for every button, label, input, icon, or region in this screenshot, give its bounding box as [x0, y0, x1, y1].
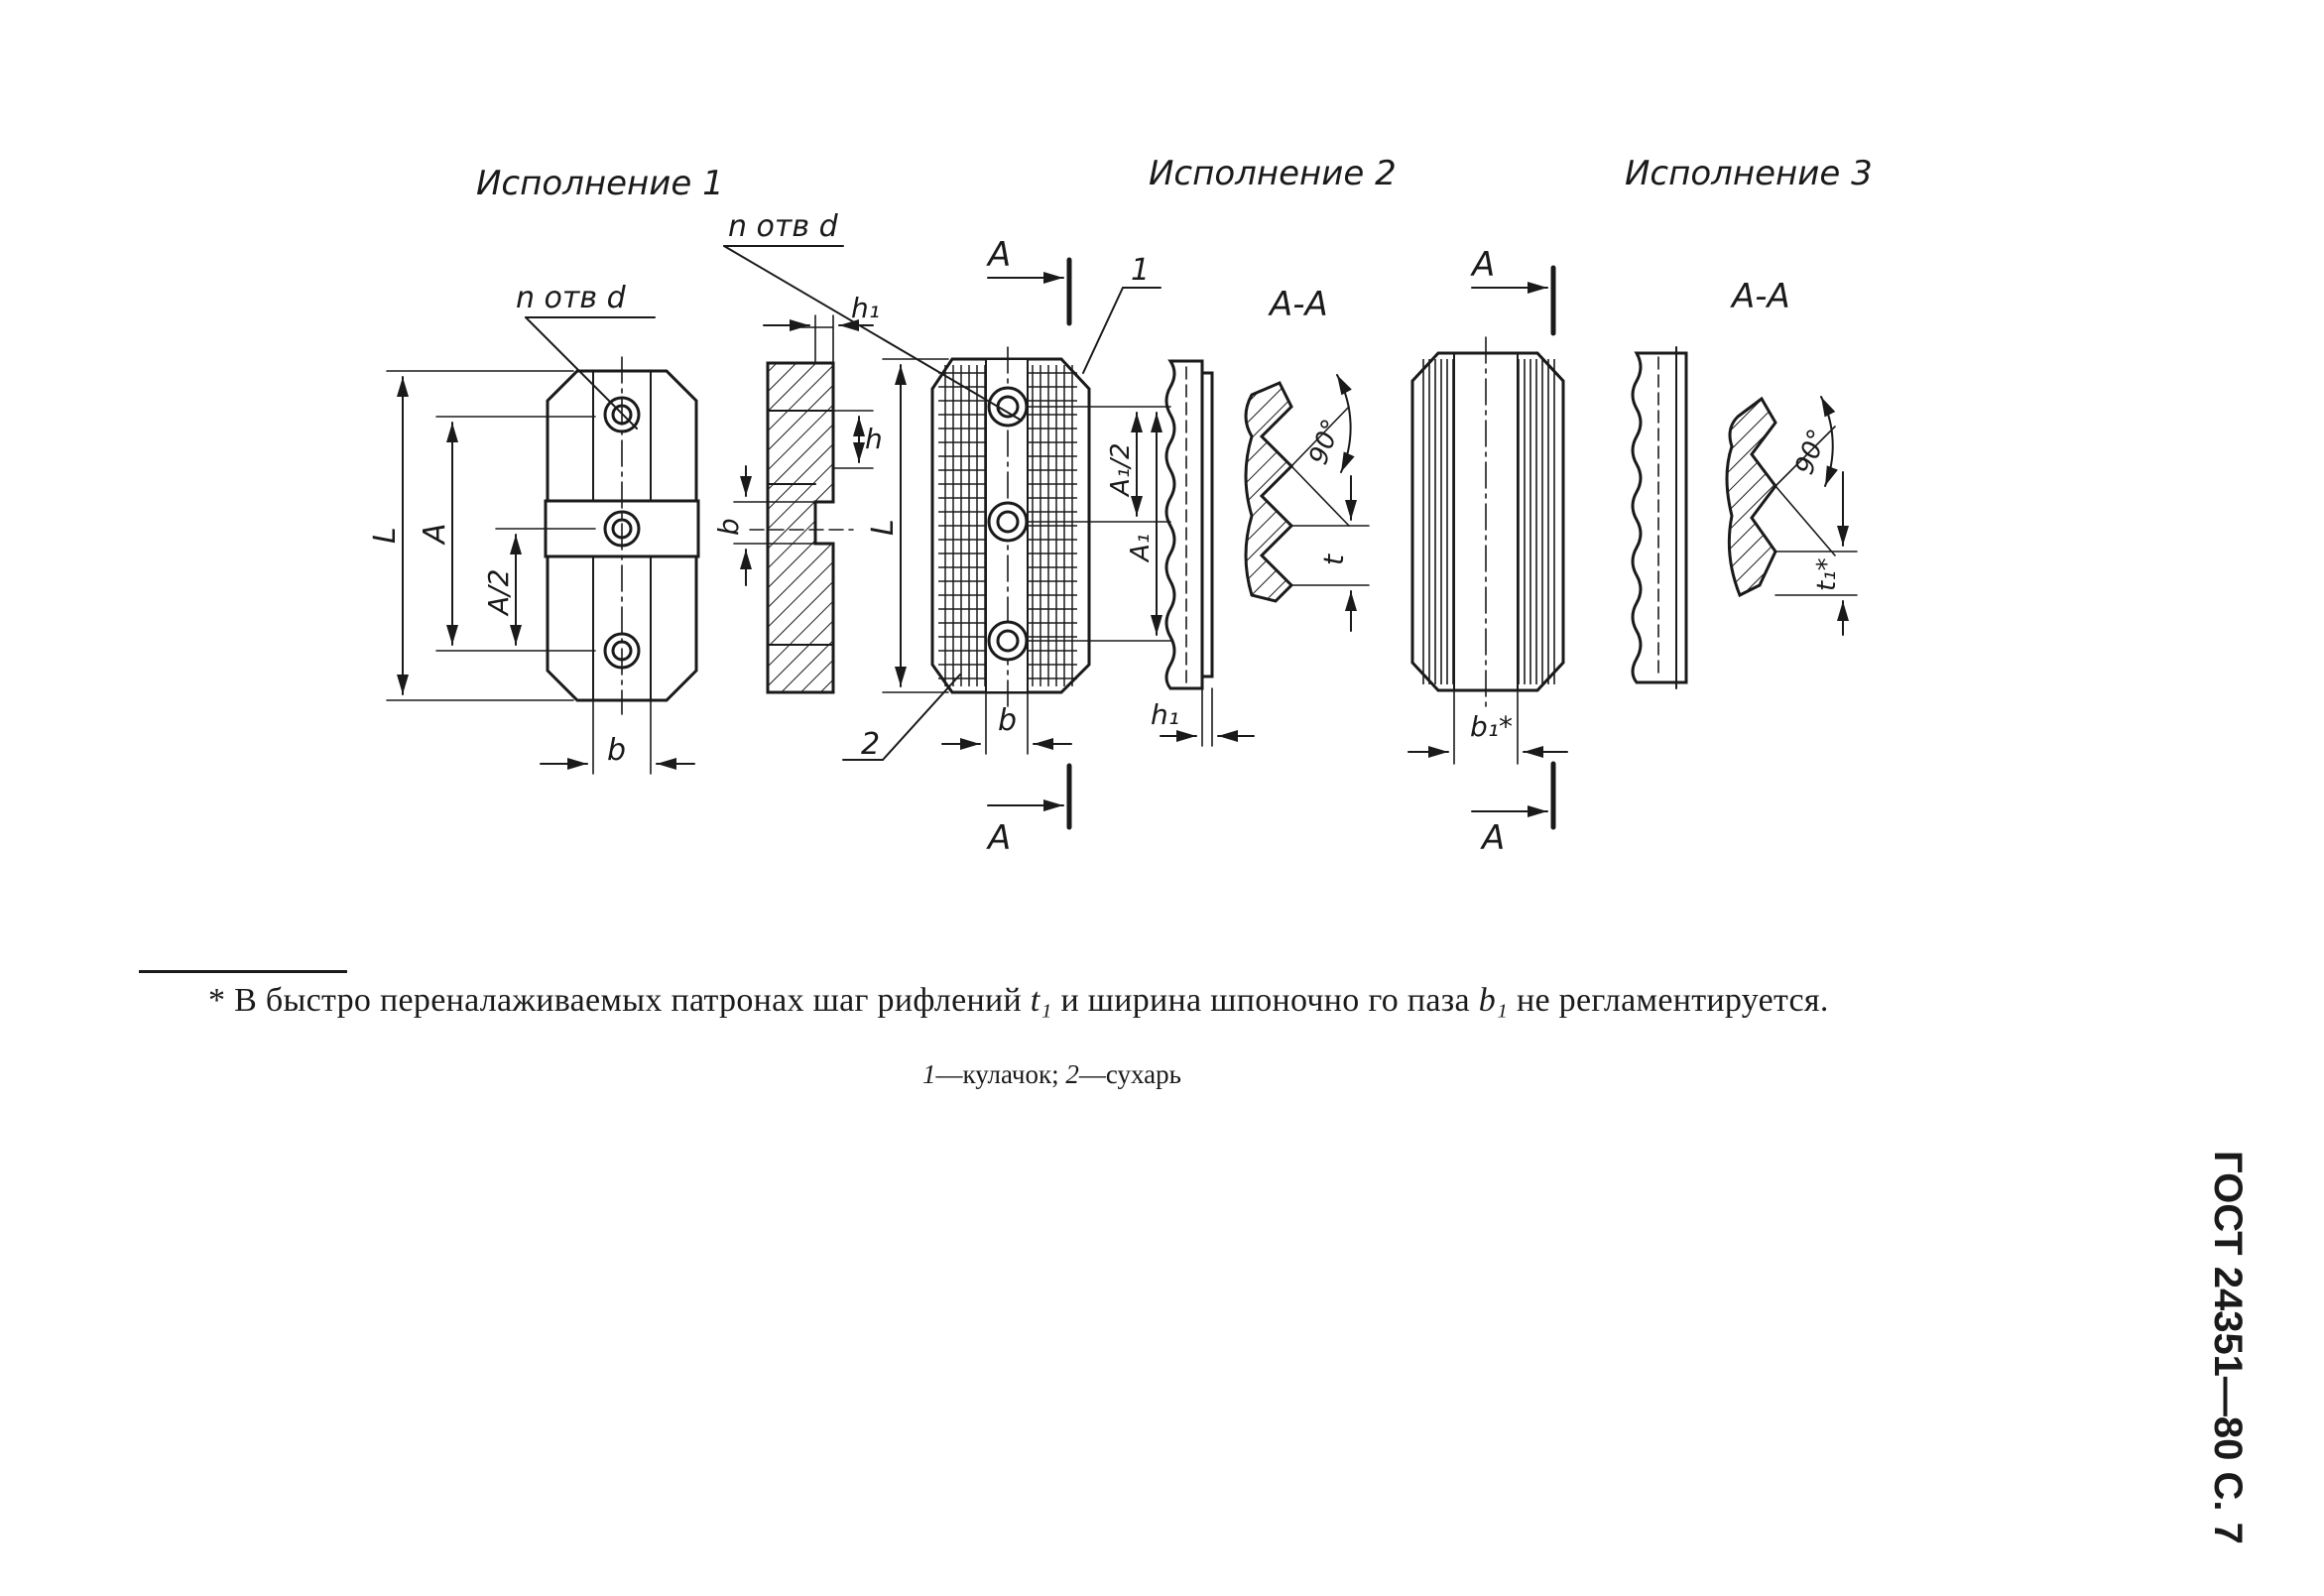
label-arrow-v3-top: A: [1470, 245, 1495, 285]
label-holes-v1: n отв d: [516, 281, 627, 315]
label-arrow-v3-bottom: A: [1480, 818, 1505, 858]
label-h1-v1: h₁: [851, 292, 880, 324]
label-angle-v3: 90°: [1789, 426, 1833, 479]
heading-variant1: Исполнение 1: [476, 164, 724, 203]
label-section-v3: A-A: [1730, 277, 1790, 316]
footnote-var-t1: t₁: [1030, 982, 1052, 1019]
label-b-side-v1: b: [712, 518, 745, 536]
label-arrow-v2-top: A: [986, 235, 1011, 275]
label-t-v2: t: [1317, 553, 1350, 565]
label-pos2: 2: [861, 727, 880, 762]
footnote-text-c: не регламентируется.: [1516, 982, 1829, 1019]
legend-item1-num: 1: [922, 1059, 936, 1089]
label-A-v1: A: [418, 523, 452, 546]
page-reference: ГОСТ 24351—80 С. 7: [2206, 1151, 2250, 1544]
label-angle-v2: 90°: [1303, 416, 1347, 469]
variant1-side-view: [733, 314, 874, 694]
variant2-side-view: [1160, 359, 1255, 747]
variant2-section: [1244, 374, 1370, 632]
label-b1-v3: b₁*: [1470, 710, 1513, 743]
label-Ahalf-v1: A/2: [482, 569, 515, 617]
footnote-rule: [139, 970, 347, 973]
label-A1half-v2: A₁/2: [1106, 442, 1136, 498]
footnote-text-a: В быстро переналаживаемых патронах шаг р…: [234, 982, 1022, 1019]
variant3-section: [1725, 396, 1858, 636]
label-L-v1: L: [368, 527, 403, 544]
variant3-front-view: [1407, 265, 1568, 830]
label-L-v2: L: [866, 519, 901, 536]
label-arrow-v2-bottom: A: [986, 818, 1011, 858]
footnote-text-b: и ширина шпоночно го паза: [1060, 982, 1470, 1019]
legend-item2-num: 2: [1065, 1059, 1079, 1089]
legend-item1-text: —кулачок;: [935, 1059, 1059, 1089]
label-pos1: 1: [1131, 253, 1150, 288]
label-A1-v2: A₁: [1126, 534, 1156, 563]
label-h1-v2: h₁: [1151, 698, 1179, 731]
variant1-front-view: [386, 316, 700, 775]
label-section-v2: A-A: [1268, 285, 1328, 324]
label-b-v2: b: [998, 703, 1017, 738]
legend: 1—кулачок; 2—сухарь: [922, 1059, 1181, 1090]
footnote: * В быстро переналаживаемых патронах шаг…: [208, 982, 2093, 1020]
label-b-v1: b: [607, 733, 626, 768]
legend-item2-text: —сухарь: [1078, 1059, 1181, 1089]
footnote-var-b1: b₁: [1478, 982, 1509, 1019]
footnote-star: *: [208, 982, 226, 1019]
variant3-side-view: [1631, 346, 1688, 689]
label-t1-v3: t₁*: [1812, 557, 1842, 591]
label-h-v1: h: [865, 423, 883, 455]
label-holes-v2: n отв d: [728, 209, 839, 244]
heading-variant3: Исполнение 3: [1625, 154, 1873, 193]
heading-variant2: Исполнение 2: [1149, 154, 1397, 193]
variant2-front-view: [723, 245, 1171, 830]
